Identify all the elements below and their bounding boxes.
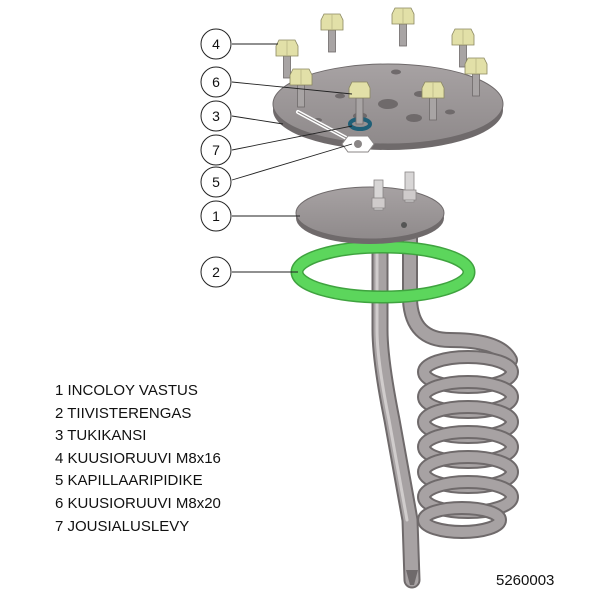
legend-item: 4 KUUSIORUUVI M8x16 <box>55 449 221 467</box>
heating-element-tubes <box>371 221 519 589</box>
callout-5: 5 <box>200 166 232 198</box>
capillary-clamp <box>296 110 375 153</box>
legend-item: 2 TIIVISTERENGAS <box>55 404 192 422</box>
document-number: 5260003 <box>496 572 555 589</box>
callout-3: 3 <box>200 100 232 132</box>
callout-4: 4 <box>200 28 232 60</box>
svg-text:4: 4 <box>212 36 220 52</box>
legend-item: 1 INCOLOY VASTUS <box>55 382 198 399</box>
svg-text:1: 1 <box>212 208 220 224</box>
callout-2: 2 <box>200 256 232 288</box>
legend-item: 3 TUKIKANSI <box>55 427 147 445</box>
leader-lines <box>231 43 353 273</box>
svg-text:5: 5 <box>212 174 220 190</box>
legend-item: 5 KAPILLAARIPIDIKE <box>55 472 203 490</box>
callout-7: 7 <box>200 134 232 166</box>
svg-text:3: 3 <box>212 108 220 124</box>
svg-text:6: 6 <box>212 74 220 90</box>
svg-text:2: 2 <box>212 264 220 280</box>
coil-loops <box>417 350 519 539</box>
svg-text:7: 7 <box>212 142 220 158</box>
legend-item: 7 JOUSIALUSLEVY <box>55 517 190 535</box>
callout-6: 6 <box>200 66 232 98</box>
element-flange-plate <box>295 171 445 244</box>
hex-bolt-m8x20 <box>348 81 371 125</box>
callout-1: 1 <box>200 200 232 232</box>
parts-legend: 1 INCOLOY VASTUS 2 TIIVISTERENGAS 3 TUKI… <box>55 380 221 538</box>
legend-item: 6 KUUSIORUUVI M8x20 <box>55 494 221 512</box>
